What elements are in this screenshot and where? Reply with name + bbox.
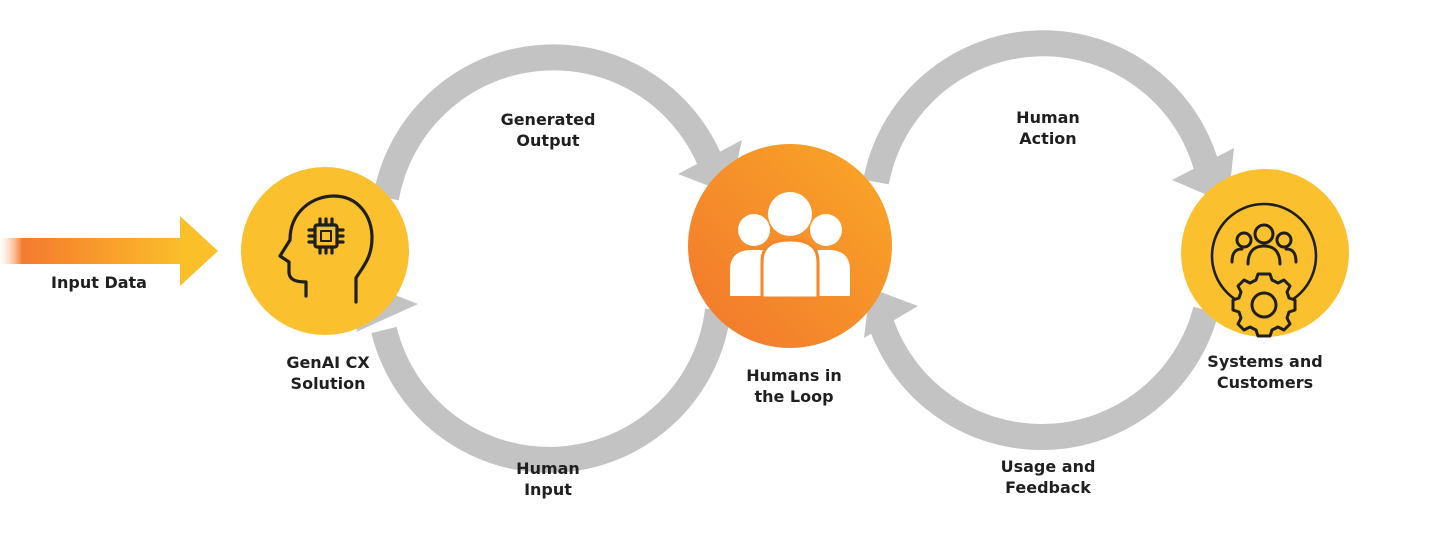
systems-node <box>1181 169 1349 338</box>
usage-feedback-line-1: Usage and <box>1000 457 1096 476</box>
human-input-line-1: Human <box>516 459 580 478</box>
generated-output-line-2: Output <box>516 131 580 150</box>
genai-node <box>241 167 409 335</box>
human-action-line-2: Action <box>1019 129 1077 148</box>
input-data-arrow <box>0 216 218 286</box>
human-input-line-2: Input <box>524 480 572 499</box>
genai-label-line-2: Solution <box>290 374 366 393</box>
generated-output-line-1: Generated <box>500 110 596 129</box>
people-group-icon <box>730 192 850 300</box>
humans-loop-line-2: the Loop <box>754 387 834 406</box>
human-action-line-1: Human <box>1016 108 1080 127</box>
genai-label: GenAI CX Solution <box>268 352 388 394</box>
input-data-text: Input Data <box>51 273 147 292</box>
humans-loop-label: Humans in the Loop <box>730 365 858 407</box>
humans-loop-line-1: Humans in <box>746 366 842 385</box>
human-input-arc <box>356 286 731 473</box>
usage-feedback-line-2: Feedback <box>1005 478 1091 497</box>
generated-output-label: Generated Output <box>488 109 608 151</box>
human-action-label: Human Action <box>988 107 1108 149</box>
systems-customers-label: Systems and Customers <box>1195 351 1335 393</box>
usage-feedback-label: Usage and Feedback <box>980 456 1116 498</box>
input-data-label: Input Data <box>44 272 154 293</box>
systems-customers-line-2: Customers <box>1216 373 1314 392</box>
humans-node <box>688 144 892 348</box>
systems-customers-line-1: Systems and <box>1207 352 1323 371</box>
systems-circle <box>1181 169 1349 337</box>
usage-feedback-arc <box>864 288 1219 450</box>
genai-label-line-1: GenAI CX <box>286 353 370 372</box>
people-gear-icon <box>1210 202 1318 338</box>
ai-head-chip-icon <box>278 194 374 304</box>
human-input-label: Human Input <box>488 458 608 500</box>
